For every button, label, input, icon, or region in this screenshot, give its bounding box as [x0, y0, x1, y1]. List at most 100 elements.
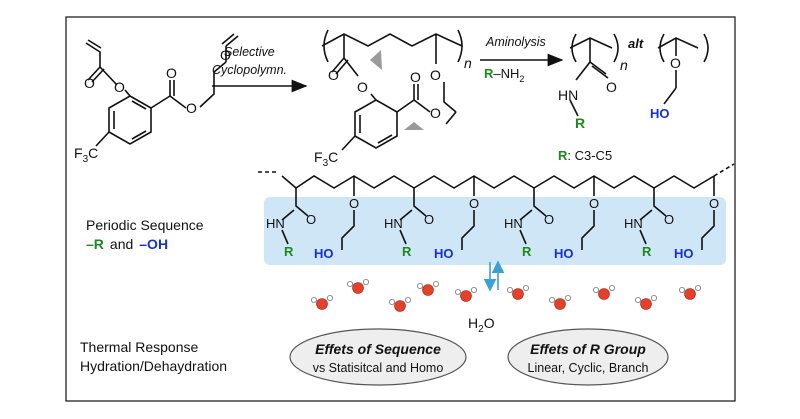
water-molecules — [310, 278, 702, 312]
amide-o-label: O — [306, 212, 316, 227]
water-molecule — [416, 280, 439, 296]
water-h — [470, 286, 477, 293]
water-molecule — [593, 284, 616, 300]
product-o1: O — [606, 79, 617, 95]
amide-bond — [281, 229, 289, 245]
amide-bond — [281, 209, 295, 221]
monomer-o1: O — [84, 75, 95, 91]
amide-hn-label: HN — [266, 216, 285, 231]
monomer-o5: O — [220, 47, 231, 63]
ether-ho-label: HO — [674, 246, 694, 261]
water-h — [679, 286, 686, 293]
water-h — [695, 284, 702, 291]
water-o — [316, 298, 328, 310]
water-o — [394, 300, 406, 312]
amide-bond — [295, 188, 309, 217]
figure-frame — [65, 16, 736, 402]
polymer-o1: O — [328, 67, 339, 83]
ether-o-label: O — [469, 196, 479, 211]
amide-bond — [399, 209, 413, 221]
polymer-o2: O — [357, 79, 368, 95]
water-h — [326, 294, 333, 301]
hydroxyethyl-unit: O HO — [434, 176, 479, 261]
product-r-range: R: C3-C5 — [558, 148, 612, 163]
amide-unit: O HN R — [266, 188, 316, 259]
water-molecule — [506, 284, 530, 300]
step1-line2: Cyclopolymn. — [212, 63, 287, 77]
water-molecule — [346, 278, 369, 294]
periodic-chain-backbone — [258, 163, 735, 190]
hydroxyethyl-unit: OHO — [554, 176, 599, 261]
amide-bond — [653, 188, 667, 217]
amide-r-label: R — [402, 244, 412, 259]
step1-line1: Selective — [224, 45, 275, 59]
polymer-o5: O — [430, 67, 441, 83]
water-o — [598, 288, 610, 300]
water-o — [684, 288, 696, 300]
ether-bond — [701, 210, 715, 250]
monomer-structure — [85, 33, 239, 147]
water-h — [454, 288, 461, 295]
ether-bond — [341, 210, 355, 250]
cyclopolymer-structure — [321, 29, 463, 151]
water-label: H2O — [468, 315, 495, 335]
water-h — [523, 284, 530, 291]
sequence-effect-ellipse — [289, 328, 467, 386]
water-molecule — [679, 284, 702, 300]
water-molecule — [549, 294, 572, 310]
amide-bond — [639, 229, 647, 245]
step2-reagent: R–NH2 — [484, 66, 524, 84]
product-alt: alt — [628, 36, 644, 51]
product-r: R — [575, 115, 585, 131]
polymer-cf3: F3C — [314, 149, 338, 169]
ether-ho-label: HO — [554, 246, 574, 261]
amide-bond — [413, 188, 427, 217]
ether-ho-label: HO — [434, 246, 454, 261]
ether-o-label: O — [349, 196, 359, 211]
ether-bond — [581, 210, 595, 250]
amide-r-label: R — [284, 244, 294, 259]
amide-bond — [519, 229, 527, 245]
water-h — [651, 294, 658, 301]
water-h — [593, 286, 600, 293]
ether-bond — [461, 210, 475, 250]
amide-o-label: O — [424, 212, 434, 227]
product-hn: HN — [558, 87, 578, 103]
water-h — [362, 278, 369, 285]
water-h — [549, 296, 556, 303]
periodic-sequence-label: Periodic Sequence — [86, 217, 204, 233]
r-group-effect-ellipse — [507, 328, 669, 386]
amide-o-label: O — [544, 212, 554, 227]
water-o — [512, 288, 524, 300]
product-o2: O — [670, 55, 681, 71]
amide-bond — [399, 229, 407, 245]
water-o — [640, 298, 652, 310]
water-molecule — [310, 294, 333, 310]
water-h — [506, 286, 513, 293]
monomer-o4: O — [186, 100, 197, 116]
r-group-effect-subtitle: Linear, Cyclic, Branch — [528, 361, 649, 375]
hint-arrow-lower — [404, 122, 424, 130]
amide-bond — [519, 209, 533, 221]
amide-r-label: R — [522, 244, 532, 259]
polymer-o4: O — [430, 105, 441, 121]
polymer-n: n — [464, 55, 472, 71]
hydration-label: Hydration/Dehaydration — [80, 358, 227, 374]
water-h — [310, 296, 317, 303]
water-h — [388, 298, 395, 305]
ether-o-label: O — [709, 196, 719, 211]
hint-arrow-upper — [370, 50, 382, 70]
step2-line1: Aminolysis — [485, 35, 546, 49]
water-h — [416, 282, 423, 289]
amide-hn-label: HN — [624, 216, 643, 231]
amide-bond — [533, 188, 547, 217]
sequence-effect-title: Effets of Sequence — [315, 341, 441, 357]
water-o — [554, 298, 566, 310]
sequence-band — [264, 197, 726, 265]
